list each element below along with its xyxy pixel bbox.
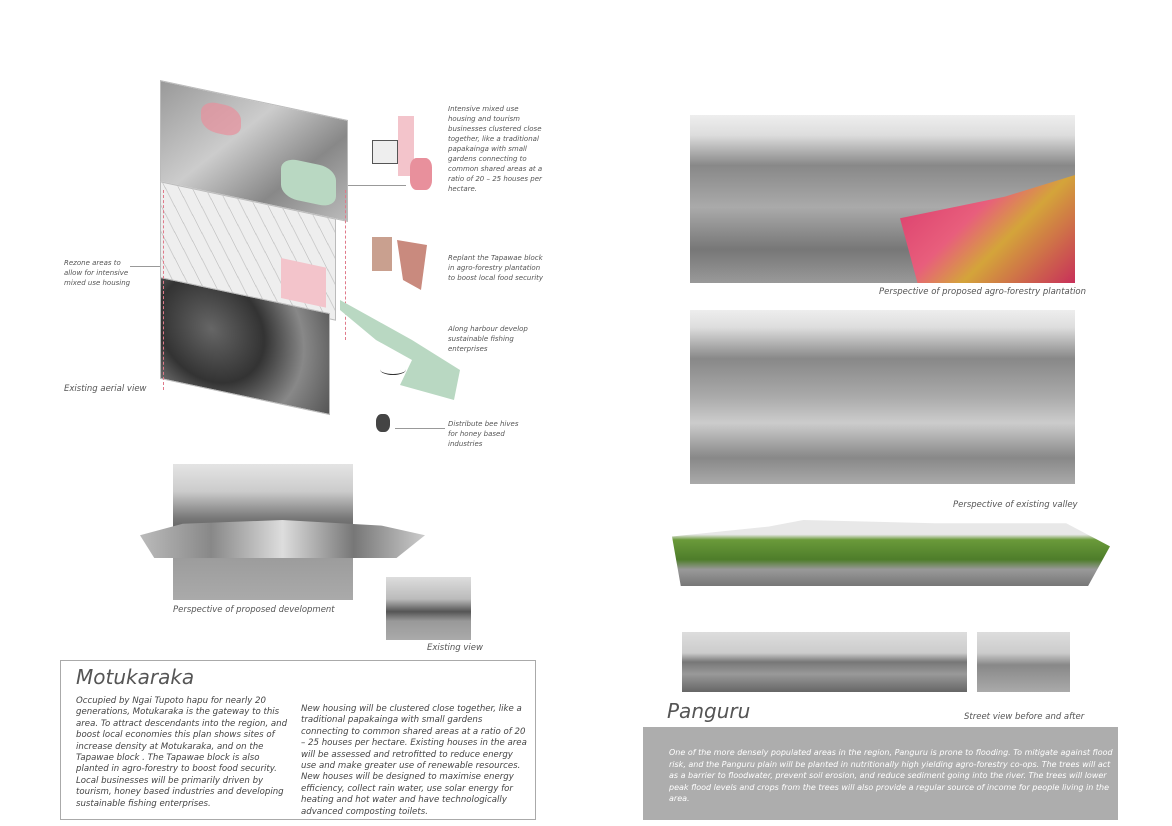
fish-icon xyxy=(380,364,406,375)
bee-icon xyxy=(376,414,390,432)
agroforestry-perspective-photo xyxy=(690,115,1075,283)
annotation-rezone: Rezone areas to allow for intensive mixe… xyxy=(64,259,131,287)
existing-view-photo xyxy=(386,577,471,640)
annotation-bees: Distribute bee hives for honey based ind… xyxy=(448,420,519,448)
alignment-guide xyxy=(345,190,346,340)
tapawae-block-shape xyxy=(397,240,427,290)
annotation-replant: Replant the Tapawae block in agro-forest… xyxy=(448,254,544,282)
street-view-before xyxy=(682,632,967,692)
caption-proposed-development: Perspective of proposed development xyxy=(173,605,335,615)
caption-existing-valley: Perspective of existing valley xyxy=(953,500,1078,510)
street-view-before-2 xyxy=(977,632,1070,692)
green-harbour-zone xyxy=(281,156,336,209)
pink-housing-zone xyxy=(201,99,241,139)
panel-text-col1: Occupied by Ngai Tupoto hapu for nearly … xyxy=(76,696,288,809)
leader-line xyxy=(130,266,160,267)
panel-text-col2: New housing will be clustered close toge… xyxy=(301,704,527,817)
housing-icon xyxy=(372,140,398,164)
proposed-development-village xyxy=(140,520,425,558)
street-view-after xyxy=(672,520,1110,586)
leader-line xyxy=(395,428,445,429)
motukaraka-panel: Motukaraka Occupied by Ngai Tupoto hapu … xyxy=(60,660,536,820)
pink-site-shape xyxy=(410,158,432,190)
existing-valley-photo xyxy=(690,310,1075,484)
caption-street-view: Street view before and after xyxy=(964,712,1085,722)
annotation-harbour: Along harbour develop sustainable fishin… xyxy=(448,325,528,353)
panguru-text: One of the more densely populated areas … xyxy=(669,748,1113,804)
pink-rezone-area xyxy=(281,258,326,308)
caption-existing-view: Existing view xyxy=(427,643,483,653)
caption-agroforestry: Perspective of proposed agro-forestry pl… xyxy=(879,287,1087,297)
leader-line xyxy=(348,185,406,186)
harbour-shape xyxy=(340,300,460,400)
panguru-panel: One of the more densely populated areas … xyxy=(643,727,1118,820)
agroforestry-planting-area xyxy=(900,175,1075,283)
panguru-title: Panguru xyxy=(667,699,751,723)
panel-title: Motukaraka xyxy=(76,665,195,689)
alignment-guide xyxy=(163,190,164,390)
caption-aerial: Existing aerial view xyxy=(64,384,147,394)
forest-icon xyxy=(372,237,392,271)
pink-housing-shape xyxy=(398,116,414,176)
annotation-mixed-use: Intensive mixed use housing and tourism … xyxy=(448,105,543,193)
